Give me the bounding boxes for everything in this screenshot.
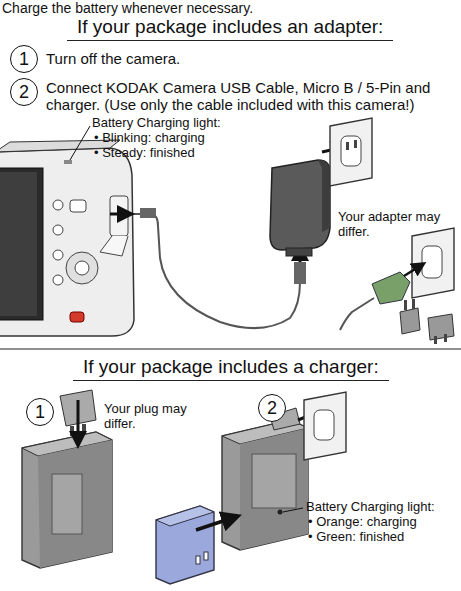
step-number-circle: 1 xyxy=(10,45,38,73)
callout-label: • Orange: charging xyxy=(308,515,417,530)
callout-label: • Green: finished xyxy=(308,530,404,545)
callout-label: Battery Charging light: xyxy=(306,500,435,515)
callout-label: Battery Charging light: xyxy=(92,116,221,131)
battery xyxy=(156,506,232,584)
step-number: 1 xyxy=(19,50,29,68)
step-text: Connect KODAK Camera USB Cable, Micro B … xyxy=(46,79,456,114)
note-text: Your plug may differ. xyxy=(104,402,194,432)
adapter xyxy=(270,160,330,256)
step-number: 2 xyxy=(19,83,29,101)
alt-adapter xyxy=(340,228,454,344)
camera xyxy=(0,140,134,336)
step-number-circle: 2 xyxy=(258,394,286,422)
step-number: 1 xyxy=(35,403,45,421)
callout-label: • Steady: finished xyxy=(94,146,195,161)
step-text: Turn off the camera. xyxy=(46,50,446,67)
note-text: Your adapter may differ. xyxy=(338,210,458,240)
section-heading: If your package includes an adapter: xyxy=(67,16,393,41)
step-number-circle: 2 xyxy=(10,78,38,106)
callout-label: • Blinking: charging xyxy=(94,131,205,146)
step-number: 2 xyxy=(267,399,277,417)
section-heading: If your package includes a charger: xyxy=(73,356,389,381)
wall-outlet xyxy=(330,118,372,186)
charger xyxy=(22,390,112,568)
step-number-circle: 1 xyxy=(26,398,54,426)
page-title: Charge the battery whenever necessary. xyxy=(2,0,253,16)
